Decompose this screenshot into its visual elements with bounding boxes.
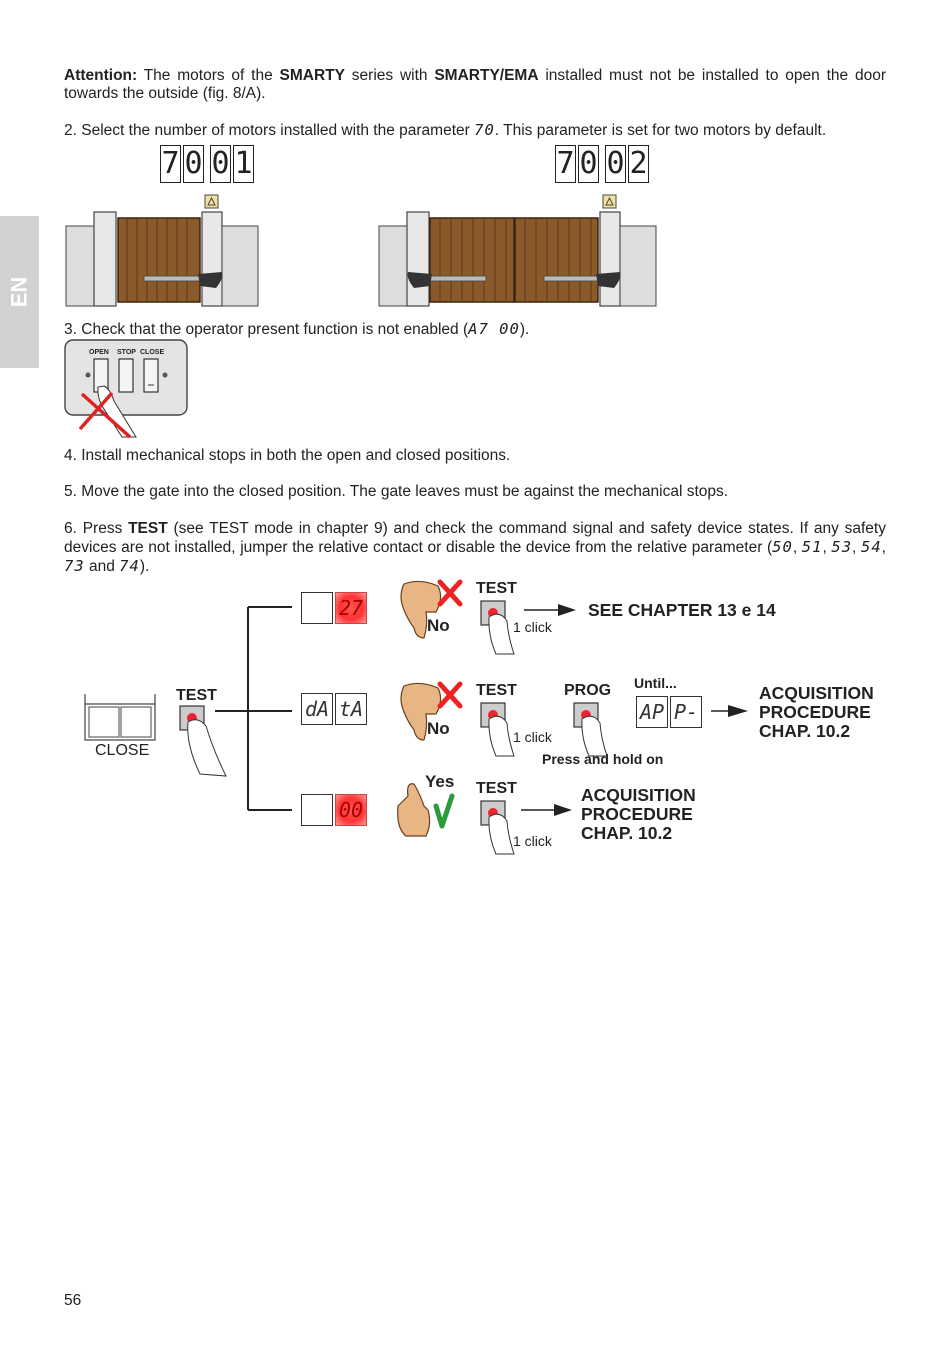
row3-test-label: TEST [476,780,517,797]
row2-display-left: dA [301,693,333,725]
step-6-end: ). [139,558,150,575]
row2-test-label: TEST [476,682,517,699]
row3-acq-line-3: CHAP. 10.2 [581,823,673,843]
step-3-number: 3. [64,321,77,338]
flowchart-graphics [84,579,748,855]
row2-acquisition-text: ACQUISITION PROCEDURE CHAP. 10.2 [759,684,874,741]
row3-acquisition-text: ACQUISITION PROCEDURE CHAP. 10.2 [581,786,696,843]
display-digit: 1 [233,145,254,183]
step-3-text-1: Check that the operator present function… [81,321,469,338]
row3-display-left [301,794,333,826]
until-display-right: P- [670,696,702,728]
attention-text-1: The motors of the [137,67,280,84]
step-2-param: 70 [474,121,495,139]
display-digit: 0 [210,145,231,183]
row3-acq-line-2: PROCEDURE [581,804,693,824]
display-digit: 2 [628,145,649,183]
step-5: 5. Move the gate into the closed positio… [64,483,728,501]
close-gate-label: CLOSE [95,742,150,759]
step-4-number: 4. [64,447,77,464]
row1-no-label: No [427,616,450,635]
row2-acq-line-1: ACQUISITION [759,683,874,703]
display-digit: 0 [605,145,626,183]
panel-close-label: CLOSE [140,349,165,356]
row2-acq-line-2: PROCEDURE [759,702,871,722]
display-digit: 0 [578,145,599,183]
step-6-number: 6. [64,520,77,537]
until-label: Until... [634,675,677,691]
see-chapter-label: SEE CHAPTER 13 e 14 [588,600,776,620]
panel-open-label: OPEN [89,349,109,356]
row2-no-label: No [427,719,450,738]
step-6-param: 53 [831,538,853,556]
row1-display-right: 27 [335,592,367,624]
step-5-number: 5. [64,483,77,500]
row3-yes-label: Yes [425,772,455,791]
close-test-label: TEST [176,687,217,704]
row2-acq-line-3: CHAP. 10.2 [759,721,851,741]
until-display-left: AP [636,696,668,728]
step-4: 4. Install mechanical stops in both the … [64,447,510,465]
step-6: 6. Press TEST (see TEST mode in chapter … [64,520,886,575]
control-panel-illustration: OPEN STOP CLOSE [64,339,189,439]
step-3-param: A7 00 [468,320,520,338]
attention-label: Attention: [64,67,138,84]
step-2-text-1: Select the number of motors installed wi… [81,122,475,139]
prog-label: PROG [564,682,612,699]
step-6-and: and [84,558,120,575]
page-number: 56 [64,1292,82,1309]
step-6-text-1: Press [82,520,129,537]
attention-paragraph: Attention: The motors of the SMARTY seri… [64,67,886,103]
display-digit: 7 [555,145,576,183]
step-5-text: Move the gate into the closed position. … [81,483,729,500]
attention-bold-2: SMARTY/EMA [434,67,539,84]
step-2-text-2: . This parameter is set for two motors b… [494,122,827,139]
step-6-param: 51 [801,538,823,556]
step-6-text-2: (see TEST mode in chapter 9) and check t… [64,520,886,556]
row1-click-label: 1 click [513,619,552,635]
panel-stop-label: STOP [117,349,136,356]
row1-display-left [301,592,333,624]
attention-text-3: installed must not be installed to open … [64,67,886,102]
double-leaf-gate-illustration [378,194,657,307]
step-2-number: 2. [64,122,77,139]
row1-test-label: TEST [476,580,517,597]
step-6-bold: TEST [128,520,168,537]
step-6-param: 74 [119,557,140,575]
step-6-param: 50 [772,538,793,556]
press-hold-label: Press and hold on [542,751,664,767]
display-digit: 7 [160,145,181,183]
display-digit: 0 [183,145,204,183]
attention-text-2: series with [344,67,435,84]
display-one-motor: 7 0 0 1 [160,145,260,187]
row3-display-right: 00 [335,794,367,826]
step-2: 2. Select the number of motors installed… [64,121,826,140]
row3-acq-line-1: ACQUISITION [581,785,696,805]
row2-click-label: 1 click [513,729,552,745]
step-6-param: 73 [64,557,85,575]
step-4-text: Install mechanical stops in both the ope… [81,447,511,464]
step-3-text-2: ). [519,321,530,338]
close-test-button [179,705,227,777]
single-leaf-gate-illustration [65,194,259,307]
control-panel-drawing [64,339,188,439]
language-tab: EN [0,216,39,368]
row2-display-right: tA [335,693,367,725]
row3-click-label: 1 click [513,833,552,849]
display-two-motors: 7 0 0 2 [555,145,655,187]
attention-bold-1: SMARTY [279,67,345,84]
step-6-param: 54 [860,538,882,556]
step-3: 3. Check that the operator present funct… [64,320,529,339]
